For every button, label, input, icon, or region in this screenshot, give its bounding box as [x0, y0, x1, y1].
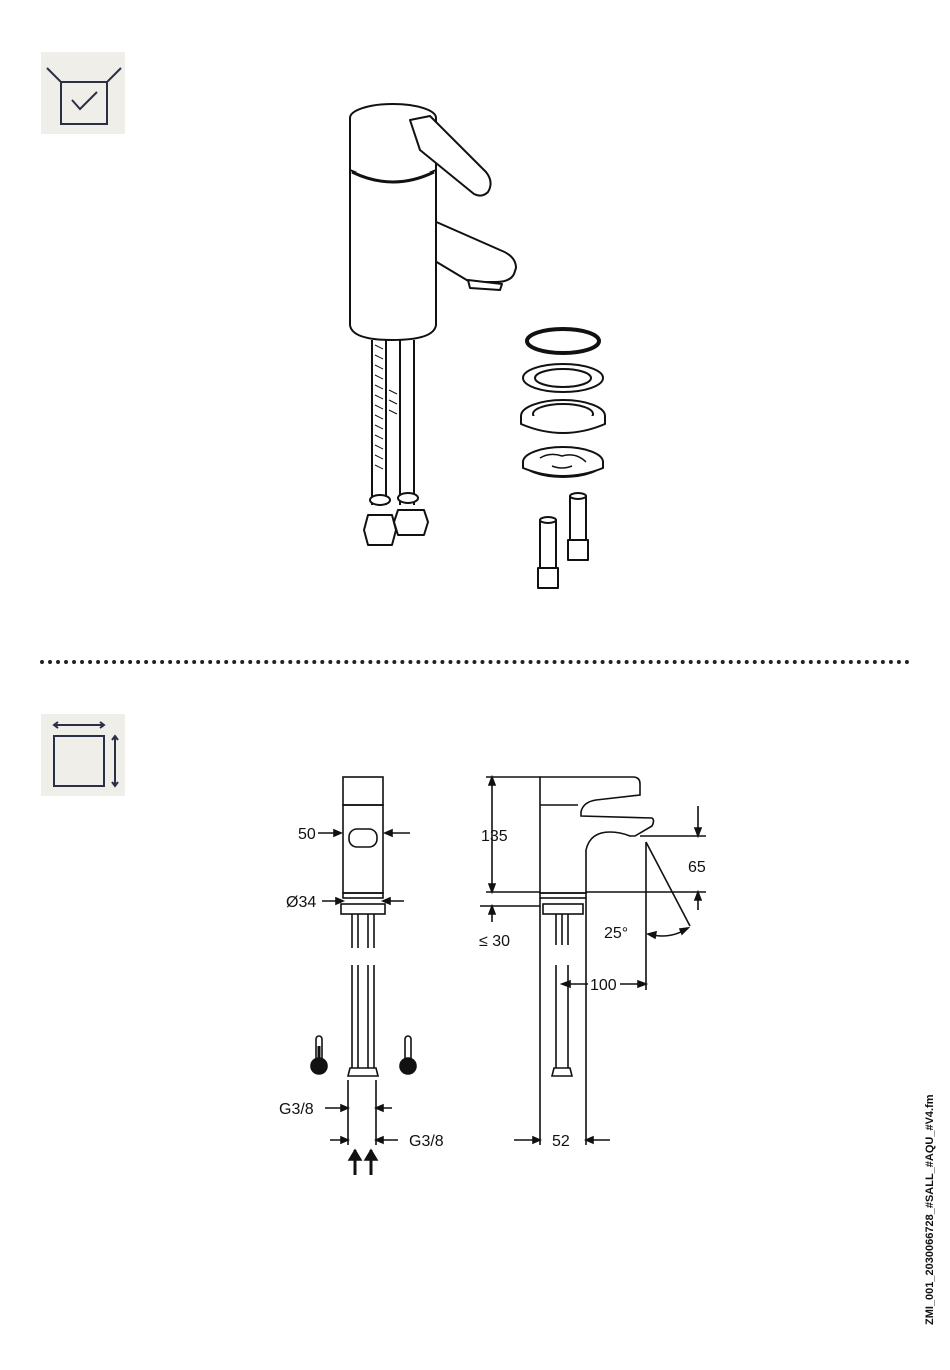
side-body	[540, 777, 654, 893]
file-reference: ZMI_001_2030066728_#SALL_#AQU_#V4.fm	[924, 1094, 936, 1325]
section-divider	[40, 660, 910, 664]
width-50-label: 50	[298, 826, 316, 843]
front-cartridge	[343, 777, 383, 805]
base-52-label: 52	[552, 1133, 570, 1150]
spout-height-65-label: 65	[688, 859, 706, 876]
hot-thermometer-icon	[311, 1036, 327, 1074]
reach-100-label: 100	[590, 977, 617, 994]
front-plate	[341, 904, 385, 914]
thread-left-label: G3/8	[279, 1101, 314, 1118]
hose-right	[400, 340, 414, 505]
dimension-square-icon	[41, 714, 125, 796]
counter-thickness-label: ≤ 30	[479, 933, 510, 950]
dimensions-icon	[41, 714, 125, 796]
diameter-34-label: Ø34	[286, 894, 316, 911]
product-illustration	[0, 0, 950, 650]
stud-1	[540, 520, 556, 568]
thread-right-label: G3/8	[409, 1133, 444, 1150]
angle-25-label: 25°	[604, 925, 628, 942]
height-135-label: 135	[481, 828, 508, 845]
hose-left	[372, 340, 386, 505]
stud-2	[570, 496, 586, 540]
o-ring	[527, 329, 599, 353]
front-body	[343, 805, 383, 893]
cold-thermometer-icon	[400, 1036, 416, 1074]
